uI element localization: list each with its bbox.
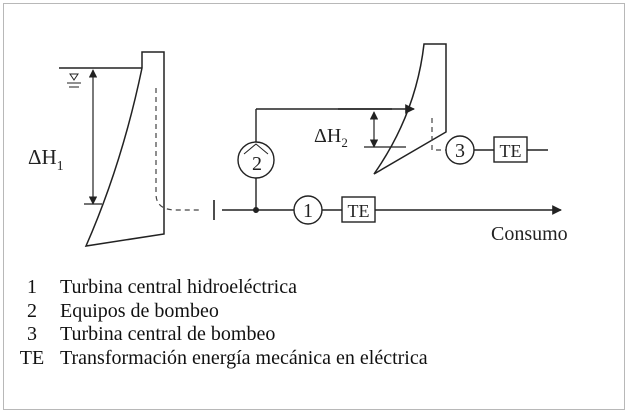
return-penstock — [431, 118, 446, 151]
transformer-2-box: TE — [493, 136, 528, 163]
legend-text: Turbina central de bombeo — [60, 323, 276, 345]
pumped-storage-diagram: ΔH1 1 TE Consumo 2 — [28, 43, 568, 247]
pump-2-node: 2 — [237, 141, 275, 179]
legend-item: 1 Turbina central hidroeléctrica — [18, 276, 428, 300]
pump-2-label: 2 — [252, 153, 262, 175]
legend-text: Transformación energía mecánica en eléct… — [60, 346, 428, 369]
legend-key: 3 — [27, 323, 37, 345]
delta-h2-dimension: ΔH2 — [314, 111, 406, 150]
delta-h2-subscript: 2 — [341, 135, 348, 150]
consumo-label: Consumo — [491, 223, 568, 245]
legend-text: Equipos de bombeo — [60, 299, 219, 322]
turbine-3-label: 3 — [455, 140, 465, 162]
legend-item: 2 Equipos de bombeo — [18, 300, 428, 324]
turbine-3-node: 3 — [445, 135, 475, 165]
upper-reservoir — [338, 43, 447, 175]
turbine-1-node: 1 — [293, 195, 323, 225]
transformer-1-label: TE — [348, 201, 370, 221]
legend: 1 Turbina central hidroeléctrica 2 Equip… — [18, 276, 428, 370]
turbine-1-label: 1 — [303, 200, 313, 222]
legend-key: 2 — [27, 299, 37, 322]
transformer-2-label: TE — [500, 141, 522, 161]
penstock-line — [155, 88, 202, 211]
legend-item: 3 Turbina central de bombeo — [18, 323, 428, 347]
delta-h1-subscript: 1 — [57, 159, 64, 174]
legend-text: Turbina central hidroeléctrica — [60, 276, 297, 298]
delta-h2-label: ΔH — [314, 125, 341, 147]
figure-frame: ΔH1 1 TE Consumo 2 — [3, 3, 625, 410]
delta-h1-dimension: ΔH1 — [28, 69, 102, 205]
legend-item: TE Transformación energía mecánica en el… — [18, 347, 428, 371]
svg-text:ΔH1: ΔH1 — [28, 145, 64, 174]
legend-key: TE — [19, 346, 45, 369]
transformer-1-box: TE — [341, 196, 376, 223]
delta-h1-label: ΔH — [28, 145, 57, 169]
legend-key: 1 — [27, 276, 37, 298]
lower-reservoir-dam — [59, 51, 165, 247]
svg-text:ΔH2: ΔH2 — [314, 125, 348, 150]
water-level-icon — [67, 73, 81, 88]
